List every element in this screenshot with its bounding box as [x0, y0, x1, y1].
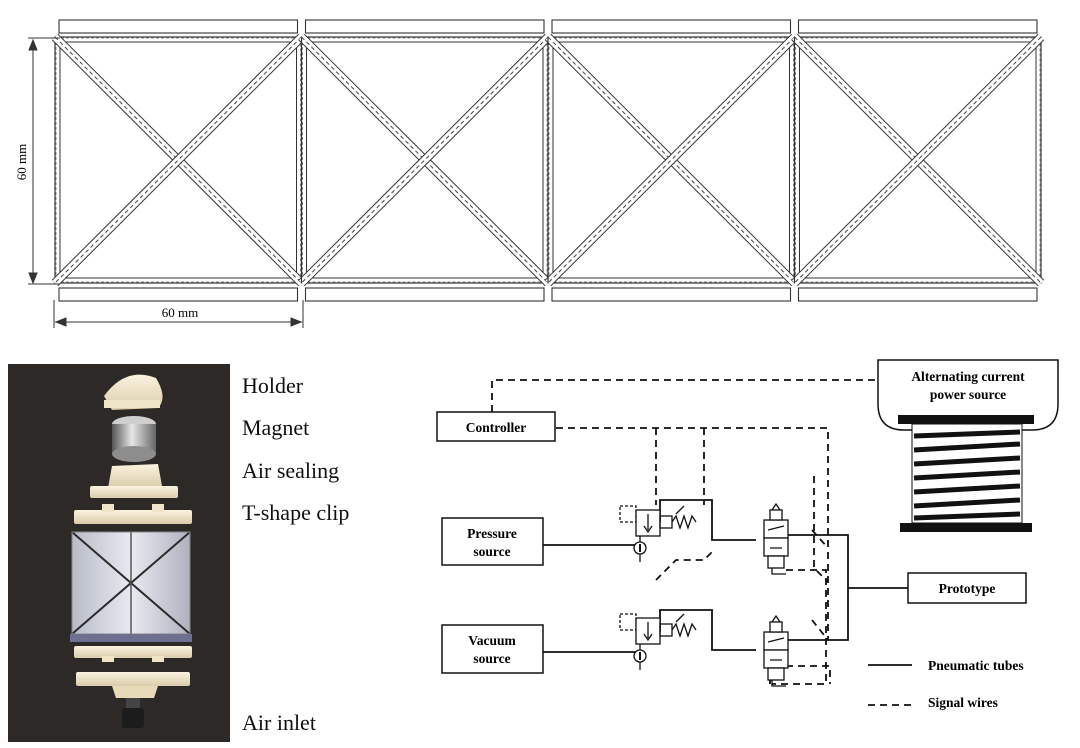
lower-clip-part — [74, 646, 192, 662]
controller-label: Controller — [466, 420, 527, 435]
bottom-flap — [58, 287, 299, 302]
cell-crease — [548, 37, 794, 283]
coil — [898, 415, 1034, 532]
holder-label: Holder — [242, 373, 304, 398]
diagonal-crease — [547, 36, 795, 284]
solenoid-valve-upper — [763, 502, 789, 575]
pattern-cell — [51, 19, 305, 302]
top-flap — [797, 19, 1038, 34]
pressure-regulator-upper — [619, 505, 697, 562]
cell-crease — [795, 37, 1041, 283]
lower-sealing-part — [76, 672, 190, 698]
width-dimension — [53, 300, 304, 328]
exploded-view-photo — [8, 364, 230, 742]
solenoid-valve-lower — [763, 614, 789, 687]
bottom-flap — [551, 287, 792, 302]
legend: Pneumatic tubes Signal wires — [868, 658, 1024, 710]
top-flap — [551, 19, 792, 34]
pneumatic-tubes — [543, 499, 908, 653]
pressure-source-line2: source — [473, 544, 510, 559]
t-shape-clip-part — [74, 504, 192, 524]
top-flap — [58, 19, 299, 34]
cell-crease — [302, 37, 548, 283]
diagonal-crease — [547, 36, 795, 284]
air-inlet-label: Air inlet — [242, 710, 316, 735]
cell-inner-border — [552, 41, 790, 279]
diagonal-crease — [301, 36, 549, 284]
vacuum-source-box: Vacuum source — [441, 624, 544, 674]
signal-wires — [491, 379, 878, 685]
bottom-flap — [797, 287, 1038, 302]
diagonal-crease — [54, 36, 302, 284]
pattern-cell — [298, 19, 552, 302]
vacuum-source-line2: source — [473, 651, 510, 666]
pneumatic-schematic: c Alternating current power source — [436, 359, 1059, 710]
air-inlet-part — [122, 698, 144, 728]
magnet-label: Magnet — [242, 415, 310, 440]
pressure-source-box: Pressure source — [441, 517, 544, 566]
prototype-box: Prototype — [907, 572, 1027, 604]
power-source-line2: power source — [930, 387, 1006, 402]
power-source: Alternating current power source — [877, 359, 1059, 431]
cube-body-part — [70, 531, 192, 642]
cell-inner-border — [306, 41, 544, 279]
pattern-cell — [544, 19, 798, 302]
pattern-cell — [791, 19, 1045, 302]
pattern-cells — [51, 19, 1045, 302]
vacuum-source-line1: Vacuum — [468, 633, 516, 648]
power-source-line1: Alternating current — [911, 369, 1025, 384]
legend-pneumatic-label: Pneumatic tubes — [928, 658, 1024, 673]
exploded-view-illustration — [70, 374, 192, 728]
cell-crease — [55, 37, 301, 283]
cell-inner-border — [59, 41, 297, 279]
air-sealing-label: Air sealing — [242, 458, 340, 483]
top-flap — [304, 19, 545, 34]
height-dimension-label: 60 mm — [14, 144, 29, 180]
prototype-label: Prototype — [939, 581, 996, 596]
holder-part — [104, 374, 163, 410]
diagonal-crease — [794, 36, 1042, 284]
diagonal-crease — [301, 36, 549, 284]
height-dimension — [28, 37, 60, 285]
diagonal-crease — [54, 36, 302, 284]
pressure-source-line1: Pressure — [467, 526, 517, 541]
bottom-flap — [304, 287, 545, 302]
legend-signal-label: Signal wires — [928, 695, 998, 710]
controller-box: Controller — [436, 411, 556, 442]
diagonal-crease — [794, 36, 1042, 284]
width-dimension-label: 60 mm — [162, 305, 198, 320]
pressure-regulator-lower — [619, 613, 697, 670]
air-sealing-part — [90, 464, 178, 498]
cell-inner-border — [799, 41, 1037, 279]
t-shape-clip-label: T-shape clip — [242, 500, 350, 525]
magnet-part — [112, 416, 156, 462]
pattern-drawing: 60 mm 60 mm — [14, 19, 1045, 328]
